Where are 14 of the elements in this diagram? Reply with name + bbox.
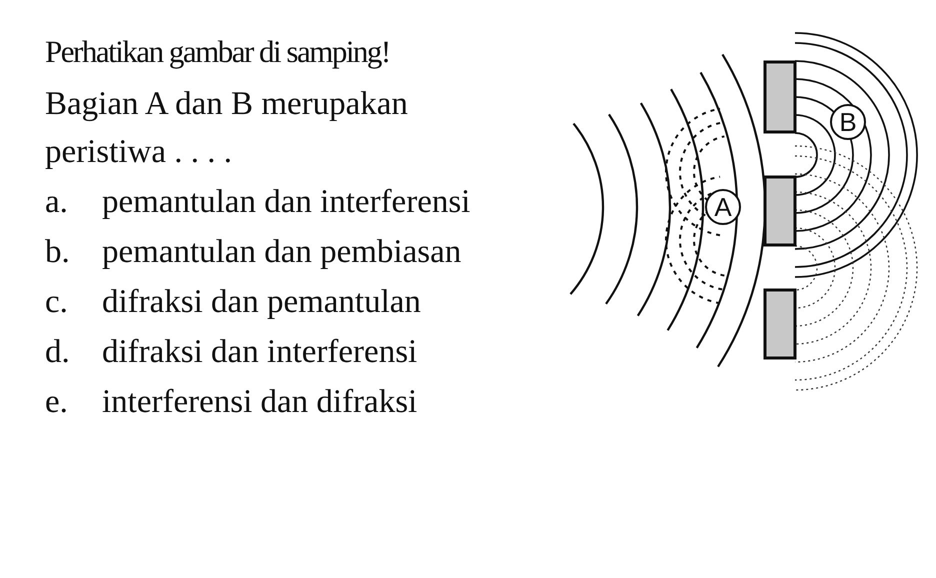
option-text: interferensi dan difraksi xyxy=(102,383,418,422)
instruction-text: Perhatikan gambar di samping! xyxy=(45,33,390,71)
option-text: pemantulan dan pembiasan xyxy=(102,233,462,272)
option-letter: e. xyxy=(45,383,69,422)
option-letter: b. xyxy=(45,233,71,272)
label-circle: A xyxy=(705,189,741,225)
label-circle: B xyxy=(830,104,866,140)
option-text: difraksi dan interferensi xyxy=(102,333,418,372)
question-text: Bagian A dan B merupakan peristiwa . . . . xyxy=(45,85,409,172)
option-text: difraksi dan pemantulan xyxy=(102,283,422,322)
option-letter: d. xyxy=(45,333,71,372)
option-letter: a. xyxy=(45,183,69,222)
option-letter: c. xyxy=(45,283,69,322)
option-text: pemantulan dan interferensi xyxy=(102,183,472,222)
